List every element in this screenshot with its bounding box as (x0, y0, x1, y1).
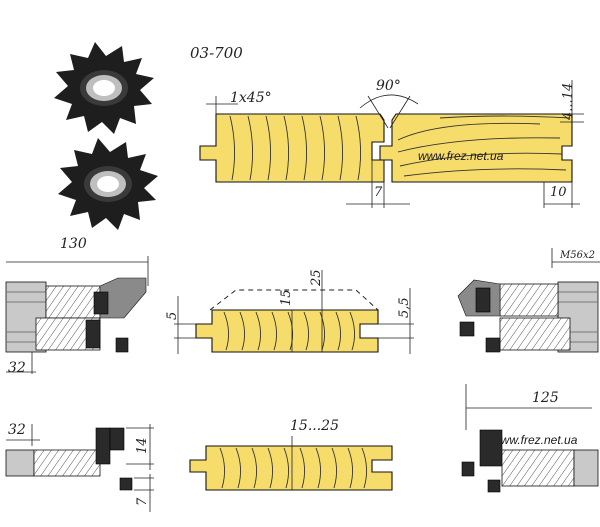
mid-height-dim: 25 (309, 269, 324, 287)
mid-tongue-dim: 5 (165, 312, 180, 320)
br-width-dim: 125 (532, 390, 559, 406)
cutter-photo-top-icon (54, 42, 154, 134)
cutter-photo-bottom-icon (58, 138, 158, 230)
mid-groove-dim: 5,5 (397, 297, 412, 318)
left-width-dim: 130 (60, 236, 87, 252)
bb-thickness-dim: 15...25 (290, 418, 339, 434)
left-cutter-section: 130 32 (5, 236, 149, 376)
right-thread-label: M56x2 (559, 250, 595, 261)
chamfer-dim: 1x45° (230, 90, 272, 106)
groove-width-dim: 7 (374, 185, 383, 200)
bottom-left-cutter-section: 32 14 7 (5, 422, 154, 512)
middle-board-profile: 5 15 25 5,5 (165, 269, 414, 354)
left-bottom-dim: 32 (8, 360, 26, 376)
depth-right-dim: 4...14 (561, 83, 576, 121)
bl-lip-dim: 7 (135, 497, 150, 506)
bl-height-dim: 14 (135, 437, 150, 454)
top-board-profile: 1x45° 90° 4...14 7 10 www.frez.net.ua (199, 78, 584, 208)
right-cutter-section: M56x2 (457, 248, 600, 353)
bottom-right-cutter-section: 125 www.frez.net.ua (461, 384, 599, 493)
model-code: 03-700 (190, 44, 243, 62)
watermark-bottom: www.frez.net.ua (492, 433, 578, 447)
bottom-board-profile: 15...25 (189, 418, 393, 491)
tongue-width-dim: 10 (550, 185, 567, 200)
bl-width-dim: 32 (8, 422, 26, 438)
mid-board-dim: 15 (279, 289, 294, 306)
angle-dim: 90° (376, 78, 401, 94)
watermark-top: www.frez.net.ua (418, 149, 504, 163)
